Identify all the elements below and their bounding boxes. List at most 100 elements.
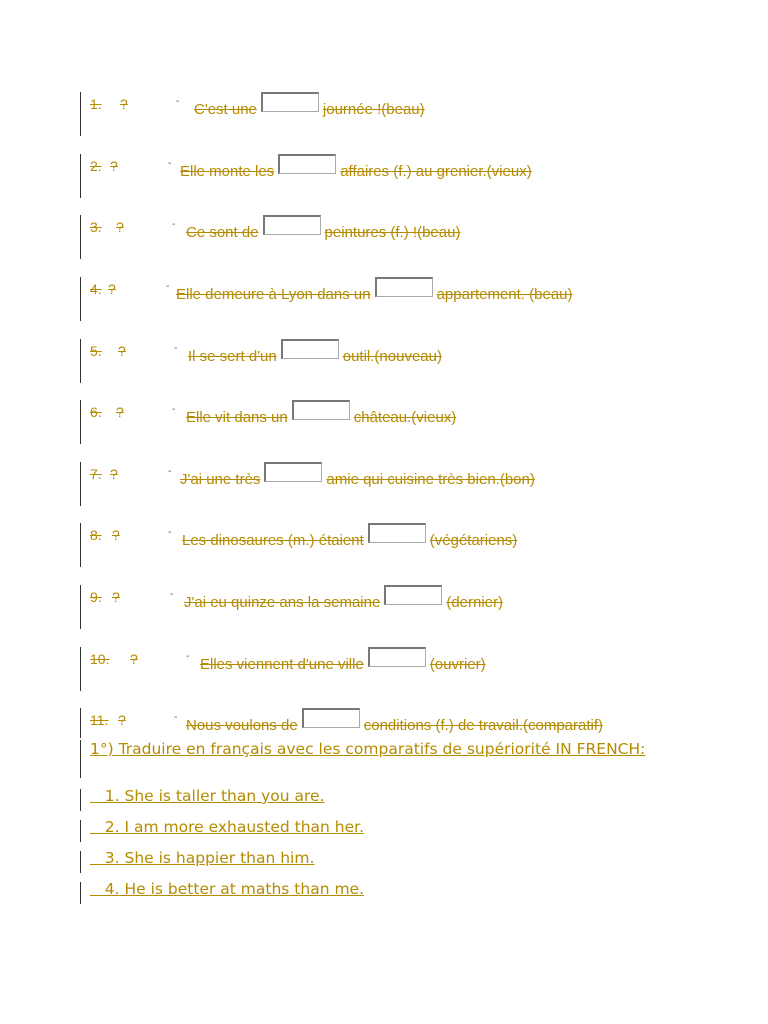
exercise-number: 3. [90, 219, 102, 235]
sentence-after: affaires (f.) au grenier.(vieux) [340, 163, 532, 180]
translation-text: 4. He is better at maths than me. [90, 880, 365, 898]
translation-item: 2. I am more exhausted than her. [80, 818, 480, 842]
margin-bar [80, 339, 81, 383]
answer-input[interactable] [291, 400, 350, 420]
margin-bar [80, 154, 81, 198]
margin-bar [80, 789, 81, 811]
exercise-number: 6. [90, 404, 102, 420]
sentence-before: J'ai eu quinze ans la semaine [184, 594, 381, 611]
translation-text: 3. She is happier than him. [90, 849, 315, 867]
dash: - [166, 281, 170, 292]
exercise-number: 8. [90, 527, 102, 543]
dash: - [176, 96, 180, 107]
exercise-sentence: Il se sert d'un outil.(nouveau) [188, 339, 442, 365]
margin-bar [80, 277, 81, 321]
exercise-row: 9. ? - J'ai eu quinze ans la semaine (de… [80, 585, 720, 629]
margin-bar [80, 585, 81, 629]
exercise-sentence: C'est une journée !(beau) [194, 92, 425, 118]
dash: - [168, 158, 172, 169]
answer-input[interactable] [374, 277, 433, 297]
margin-bar [80, 92, 81, 136]
sentence-before: J'ai une très [180, 471, 261, 488]
question-mark: ? [120, 96, 128, 112]
exercise-sentence: Ce sont de peintures (f.) !(beau) [186, 215, 461, 241]
sentence-before: Nous voulons de [186, 717, 298, 734]
sentence-after: outil.(nouveau) [342, 348, 442, 365]
exercise-sentence: Elles viennent d'une ville (ouvrier) [200, 647, 486, 673]
exercise-sentence: Nous voulons de conditions (f.) de trava… [186, 708, 604, 734]
answer-input[interactable] [301, 708, 360, 728]
question-mark: ? [116, 404, 124, 420]
sentence-after: (végétariens) [429, 532, 518, 549]
margin-bar [80, 523, 81, 567]
question-mark: ? [112, 589, 120, 605]
sentence-after: (dernier) [446, 594, 504, 611]
dash: - [172, 404, 176, 415]
answer-input[interactable] [260, 92, 319, 112]
exercise-row: 4. ? - Elle demeure à Lyon dans un appar… [80, 277, 720, 321]
question-mark: ? [130, 651, 138, 667]
translation-item: 3. She is happier than him. [80, 849, 480, 873]
answer-input[interactable] [384, 585, 443, 605]
margin-bar [80, 820, 81, 842]
dash: - [186, 651, 190, 662]
sentence-before: Les dinosaures (m.) étaient [182, 532, 364, 549]
exercise-number: 11. [90, 712, 109, 728]
exercise-number: 7. [90, 466, 102, 482]
answer-input[interactable] [262, 215, 321, 235]
exercise-number: 1. [90, 96, 102, 112]
margin-bar [80, 400, 81, 444]
exercise-sentence: J'ai une très amie qui cuisine très bien… [180, 462, 535, 488]
instruction-heading: 1°) Traduire en français avec les compar… [90, 740, 646, 758]
answer-input[interactable] [264, 462, 323, 482]
answer-input[interactable] [280, 339, 339, 359]
exercise-row: 7. ? - J'ai une très amie qui cuisine tr… [80, 462, 720, 506]
sentence-before: Ce sont de [186, 224, 259, 241]
sentence-before: C'est une [194, 101, 257, 118]
exercise-number: 10. [90, 651, 110, 667]
translation-item: 1. She is taller than you are. [80, 787, 480, 811]
exercise-sentence: Elle vit dans un château.(vieux) [186, 400, 457, 426]
sentence-after: peintures (f.) !(beau) [324, 224, 461, 241]
sentence-before: Elles viennent d'une ville [200, 656, 364, 673]
answer-input[interactable] [367, 647, 426, 667]
exercise-number: 9. [90, 589, 102, 605]
sentence-after: (ouvrier) [429, 656, 486, 673]
sentence-after: conditions (f.) de travail.(comparatif) [363, 717, 604, 734]
exercise-row: 5. ? - Il se sert d'un outil.(nouveau) [80, 339, 720, 383]
exercise-number: 4. [90, 281, 102, 297]
dash: - [168, 527, 172, 538]
translation-text: 2. I am more exhausted than her. [90, 818, 365, 836]
question-mark: ? [118, 712, 126, 728]
question-mark: ? [116, 219, 124, 235]
margin-bar [80, 708, 81, 738]
exercise-row: 1. ? - C'est une journée !(beau) [80, 92, 720, 136]
dash: - [174, 343, 178, 354]
margin-bar [80, 462, 81, 506]
exercise-sentence: Elle demeure à Lyon dans un appartement.… [176, 277, 573, 303]
sentence-after: appartement. (beau) [436, 286, 573, 303]
exercise-row: 2. ? - Elle monte les affaires (f.) au g… [80, 154, 720, 198]
question-mark: ? [118, 343, 126, 359]
exercise-row: 6. ? - Elle vit dans un château.(vieux) [80, 400, 720, 444]
question-mark: ? [110, 158, 118, 174]
sentence-after: amie qui cuisine très bien.(bon) [326, 471, 535, 488]
exercise-row: 3. ? - Ce sont de peintures (f.) !(beau) [80, 215, 720, 259]
answer-input[interactable] [278, 154, 337, 174]
margin-bar [80, 882, 81, 904]
answer-input[interactable] [367, 523, 426, 543]
sentence-before: Il se sert d'un [188, 348, 277, 365]
margin-bar [80, 647, 81, 691]
exercise-number: 2. [90, 158, 102, 174]
translation-item: 4. He is better at maths than me. [80, 880, 480, 904]
margin-bar [80, 851, 81, 873]
dash: - [172, 219, 176, 230]
sentence-before: Elle monte les [180, 163, 275, 180]
dash: - [170, 589, 174, 600]
exercise-sentence: Les dinosaures (m.) étaient (végétariens… [182, 523, 518, 549]
exercise-sentence: J'ai eu quinze ans la semaine (dernier) [184, 585, 504, 611]
exercise-row: 10. ? - Elles viennent d'une ville (ouvr… [80, 647, 720, 691]
translation-text: 1. She is taller than you are. [90, 787, 325, 805]
sentence-after: château.(vieux) [353, 409, 457, 426]
sentence-before: Elle demeure à Lyon dans un [176, 286, 371, 303]
